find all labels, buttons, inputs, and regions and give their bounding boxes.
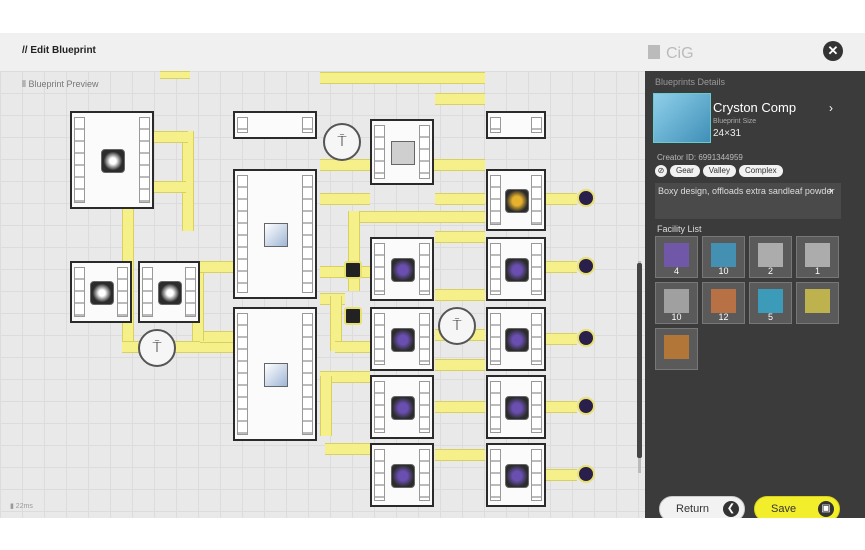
blueprint-details-panel: Blueprints Details Cryston Comp › Bluepr…	[645, 71, 865, 518]
blueprint-editor: // Edit Blueprint CiG ✕ ⦀ Blueprint Prev…	[0, 33, 865, 518]
conveyor-belt	[435, 93, 485, 105]
facility[interactable]	[70, 261, 132, 323]
facility-list-label: Facility List	[657, 224, 702, 234]
facility[interactable]	[138, 261, 200, 323]
conveyor-belt	[435, 193, 485, 205]
output-port-icon[interactable]	[577, 397, 595, 415]
blueprint-description[interactable]: Boxy design, offloads extra sandleaf pow…	[655, 183, 841, 219]
tag: Gear	[670, 165, 700, 177]
conveyor-belt	[435, 359, 485, 371]
facility-item[interactable]	[796, 282, 839, 324]
facility[interactable]	[370, 119, 434, 185]
conveyor-belt	[320, 193, 370, 205]
facility[interactable]	[486, 443, 546, 507]
chevron-right-icon[interactable]: ›	[829, 101, 833, 115]
output-port-icon[interactable]	[577, 257, 595, 275]
conveyor-belt	[325, 443, 370, 455]
facility[interactable]	[486, 375, 546, 439]
splitter-icon[interactable]	[344, 307, 362, 325]
save-button[interactable]: Save ▣	[754, 496, 840, 518]
blueprint-name: Cryston Comp	[713, 100, 797, 115]
return-button[interactable]: Return ❮	[659, 496, 745, 518]
conveyor-belt	[435, 231, 485, 243]
facility-item[interactable]: 10	[702, 236, 745, 278]
tag-list: ⊘ Gear Valley Complex	[655, 165, 783, 177]
close-icon[interactable]: ✕	[823, 41, 843, 61]
page-title: // Edit Blueprint	[22, 45, 96, 56]
facility[interactable]	[486, 237, 546, 301]
game-logo: CiG	[646, 41, 766, 63]
facility[interactable]	[370, 307, 434, 371]
output-port-icon[interactable]	[577, 189, 595, 207]
facility-item[interactable]: 12	[702, 282, 745, 324]
conveyor-belt	[545, 333, 577, 345]
chevron-right-icon[interactable]: ›	[829, 185, 833, 197]
facility[interactable]	[233, 169, 317, 299]
svg-text:CiG: CiG	[666, 45, 694, 62]
conveyor-belt	[152, 131, 188, 143]
facility[interactable]	[370, 443, 434, 507]
blueprint-size: 24×31	[713, 128, 742, 139]
top-bar: // Edit Blueprint CiG ✕	[0, 33, 865, 71]
conveyor-belt	[348, 211, 360, 291]
output-port-icon[interactable]	[577, 465, 595, 483]
power-tower-icon[interactable]: ⍑	[438, 307, 476, 345]
blueprint-thumbnail	[653, 93, 711, 143]
latency-readout: ▮ 22ms	[10, 503, 33, 510]
conveyor-belt	[545, 469, 577, 481]
facility-item[interactable]	[655, 328, 698, 370]
facility-item[interactable]: 1	[796, 236, 839, 278]
conveyor-belt	[545, 401, 577, 413]
conveyor-belt	[320, 376, 332, 436]
facility[interactable]	[370, 237, 434, 301]
creator-id: Creator ID: 6991344959	[657, 153, 743, 162]
facility[interactable]	[370, 375, 434, 439]
power-tower-icon[interactable]: ⍑	[323, 123, 361, 161]
blueprint-preview-label: ⦀ Blueprint Preview	[22, 79, 99, 89]
tag-icon: ⊘	[655, 165, 667, 177]
conveyor-belt	[160, 71, 190, 79]
conveyor-belt	[335, 341, 370, 353]
tag: Valley	[702, 165, 736, 177]
conveyor-belt	[330, 296, 342, 351]
facility[interactable]	[233, 307, 317, 441]
conveyor-belt	[320, 72, 485, 84]
facility-item[interactable]: 10	[655, 282, 698, 324]
conveyor-belt	[200, 331, 234, 343]
tag: Complex	[739, 165, 783, 177]
blueprint-size-label: Blueprint Size	[713, 118, 757, 125]
facility-list: 4 10 2 1 10 12 5	[655, 236, 843, 370]
conveyor-belt	[192, 261, 234, 273]
conveyor-belt	[320, 371, 370, 383]
scrollbar-thumb[interactable]	[637, 263, 642, 458]
facility[interactable]	[486, 111, 546, 139]
arrow-left-icon: ❮	[723, 501, 739, 517]
save-icon: ▣	[818, 501, 834, 517]
facility-item[interactable]: 4	[655, 236, 698, 278]
splitter-icon[interactable]	[344, 261, 362, 279]
facility[interactable]	[70, 111, 154, 209]
conveyor-belt	[435, 449, 485, 461]
power-tower-icon[interactable]: ⍑	[138, 329, 176, 367]
output-port-icon[interactable]	[577, 329, 595, 347]
conveyor-belt	[545, 193, 577, 205]
facility-item[interactable]: 2	[749, 236, 792, 278]
details-heading: Blueprints Details	[655, 77, 726, 87]
facility[interactable]	[233, 111, 317, 139]
facility-item[interactable]: 5	[749, 282, 792, 324]
conveyor-belt	[435, 401, 485, 413]
conveyor-belt	[350, 211, 485, 223]
facility[interactable]	[486, 307, 546, 371]
blueprint-canvas[interactable]: ⦀ Blueprint Preview	[0, 71, 645, 518]
conveyor-belt	[435, 289, 485, 301]
conveyor-belt	[545, 261, 577, 273]
facility[interactable]	[486, 169, 546, 231]
